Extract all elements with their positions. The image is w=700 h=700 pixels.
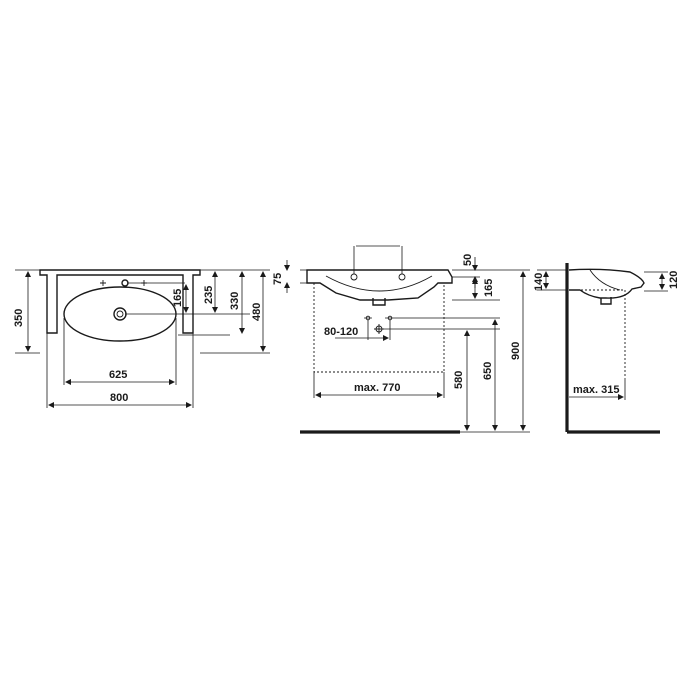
dim-front-165-label: 165 — [483, 279, 495, 297]
top-view-outline — [39, 269, 201, 334]
dim-580-label: 580 — [453, 371, 465, 389]
dim-770-label: max. 770 — [354, 382, 400, 394]
dim-50-label: 50 — [462, 254, 474, 266]
dim-650-label: 650 — [482, 362, 494, 380]
front-view-tap-left — [350, 273, 358, 281]
front-view-tap-right — [398, 273, 406, 281]
front-view-cabinet-dashed — [313, 283, 445, 373]
front-view-bowl-curve — [325, 275, 433, 292]
waste-right-point — [387, 315, 393, 321]
top-view-tap-cross — [100, 280, 147, 286]
dim-80-120-label: 80-120 — [324, 326, 358, 338]
waste-lines — [367, 320, 500, 340]
front-view-basin — [306, 269, 453, 301]
top-view-drain-inner — [116, 310, 124, 318]
dim-625-label: 625 — [109, 369, 127, 381]
top-view-extension-lines — [15, 269, 270, 354]
top-view: 350 165 235 330 480 625 800 — [13, 269, 270, 408]
front-view-drain — [372, 298, 386, 306]
side-view-bowl-curve — [589, 269, 621, 291]
front-view-extensions — [300, 269, 530, 398]
side-view-extensions — [537, 269, 668, 400]
front-view: 75 50 165 80-120 max. 770 580 650 900 — [272, 245, 530, 434]
side-view-cabinet-dashed — [569, 289, 626, 378]
dim-75-label: 75 — [272, 273, 284, 285]
dim-top-165-label: 165 — [172, 289, 184, 307]
side-view: 140 120 max. 315 — [533, 263, 680, 434]
dim-900-label: 900 — [510, 342, 522, 360]
dim-120-label: 120 — [668, 271, 680, 289]
side-view-basin — [568, 268, 645, 299]
dim-800-label: 800 — [110, 392, 128, 404]
side-view-drain — [600, 297, 612, 305]
dim-480-label: 480 — [251, 303, 263, 321]
top-view-down-extensions — [46, 318, 194, 408]
waste-left-point — [365, 315, 371, 321]
dim-140-label: 140 — [533, 273, 545, 291]
dim-350-label: 350 — [13, 309, 25, 327]
front-view-tap-bracket — [353, 262, 403, 274]
dim-235-label: 235 — [203, 286, 215, 304]
waste-center-cross — [374, 324, 384, 334]
dim-315-label: max. 315 — [573, 384, 619, 396]
top-view-drain-outer — [113, 307, 127, 321]
dim-330-label: 330 — [229, 292, 241, 310]
front-view-tap-bracket-ext — [353, 246, 403, 262]
